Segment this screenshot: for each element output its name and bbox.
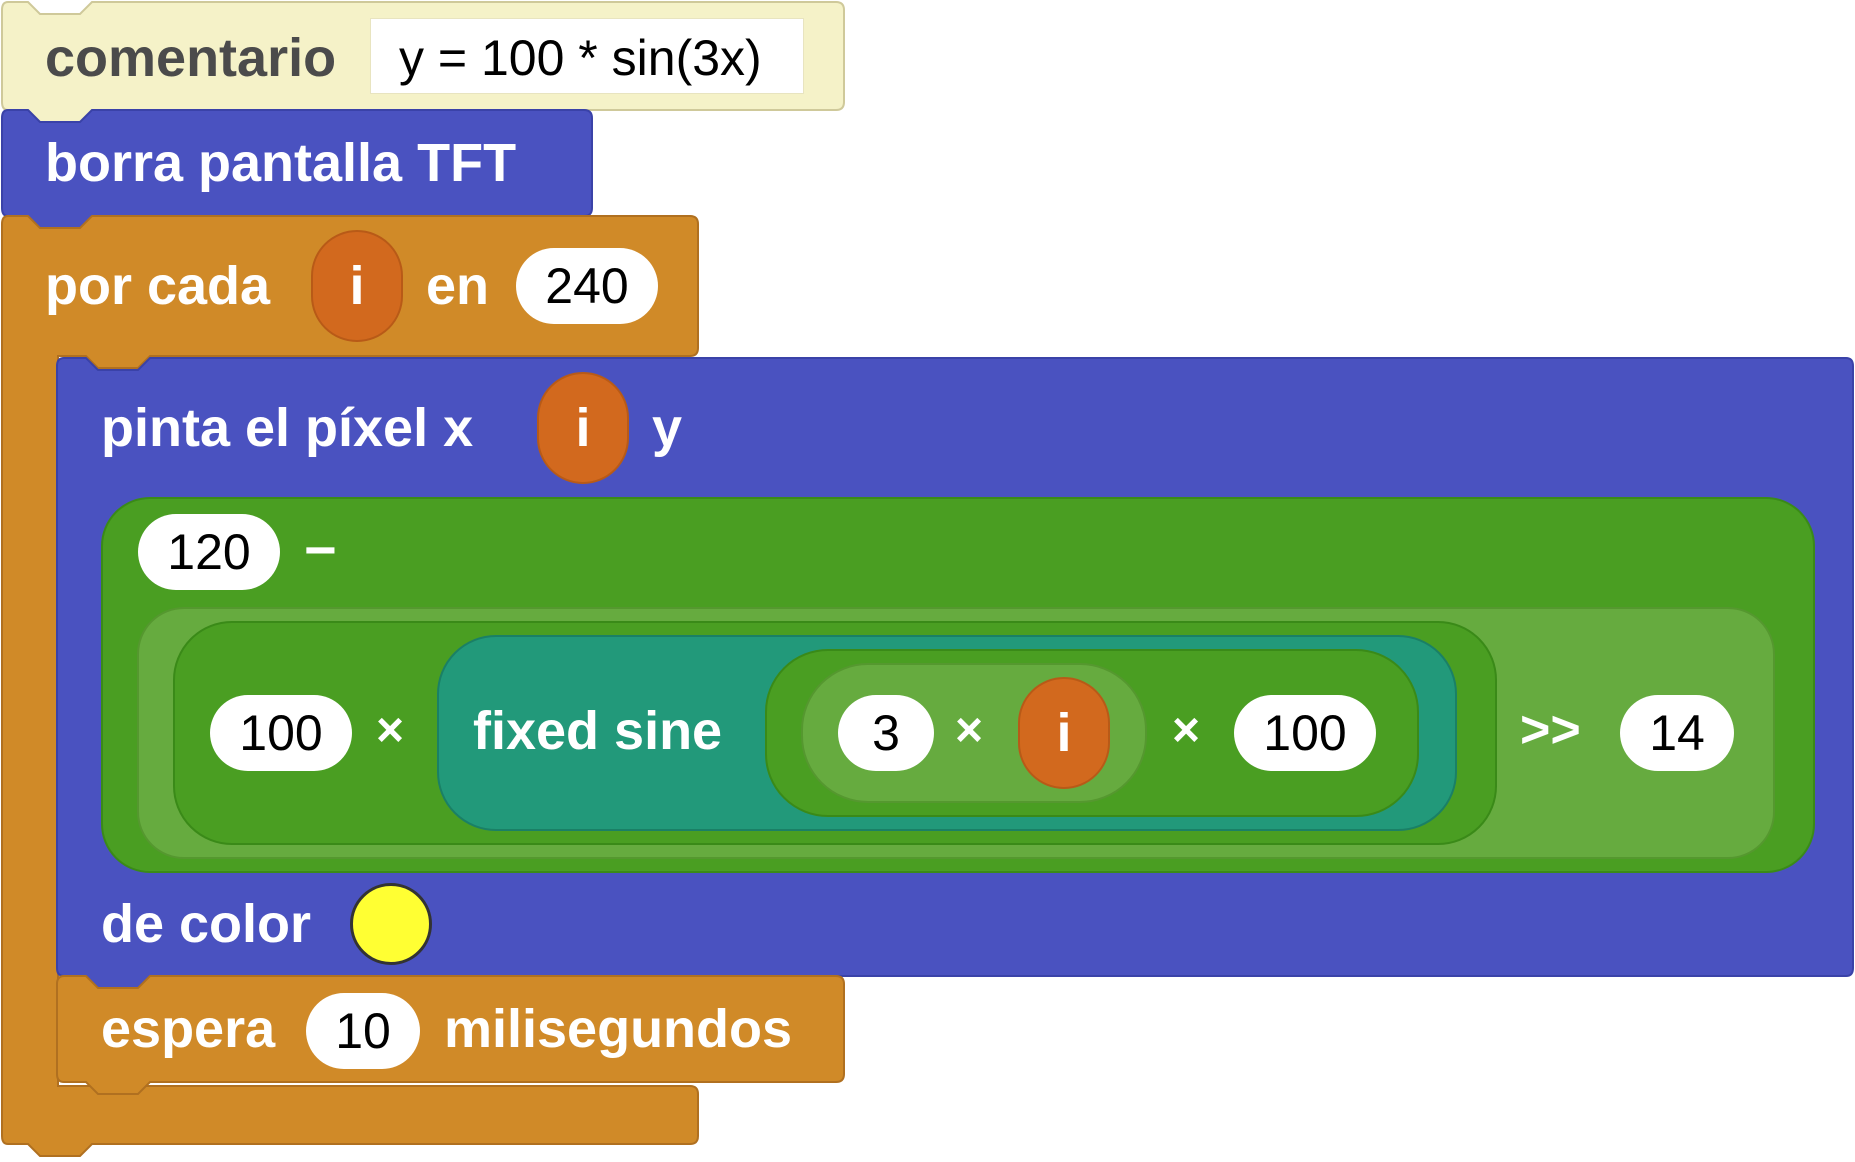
shift-amount-field[interactable]: 14 xyxy=(1620,695,1734,771)
inner-multiply-operator-2: × xyxy=(1172,704,1201,757)
wait-label: espera xyxy=(101,999,276,1059)
pixel-label: pinta el píxel x xyxy=(101,398,474,458)
multiply-operator: × xyxy=(376,704,405,757)
inner-variable-i[interactable]: i xyxy=(1018,677,1110,789)
minuend-field[interactable]: 120 xyxy=(138,514,280,590)
minus-operator: − xyxy=(304,518,337,581)
for-count-field[interactable]: 240 xyxy=(516,248,658,324)
fixed-sine-label: fixed sine xyxy=(473,701,723,761)
color-label: de color xyxy=(101,894,312,954)
wait-unit-label: milisegundos xyxy=(444,999,793,1059)
for-each-label: por cada xyxy=(45,256,271,316)
for-in-label: en xyxy=(426,256,490,316)
color-swatch[interactable] xyxy=(350,883,432,965)
wait-block-shape xyxy=(56,975,845,1095)
multiply-left-field[interactable]: 100 xyxy=(210,695,352,771)
comment-field[interactable]: y = 100 * sin(3x) xyxy=(370,18,804,94)
shift-operator: >> xyxy=(1520,701,1581,759)
comment-label: comentario xyxy=(45,28,337,88)
comment-value: y = 100 * sin(3x) xyxy=(399,30,762,86)
pixel-y-label: y xyxy=(652,398,683,458)
inner-right-field[interactable]: 100 xyxy=(1234,695,1376,771)
clear-screen-label: borra pantalla TFT xyxy=(45,133,517,193)
for-variable-i[interactable]: i xyxy=(311,230,403,342)
wait-amount-field[interactable]: 10 xyxy=(306,993,420,1069)
inner-multiply-operator: × xyxy=(955,704,984,757)
pixel-x-variable-i[interactable]: i xyxy=(537,372,629,484)
inner-left-field[interactable]: 3 xyxy=(838,695,934,771)
